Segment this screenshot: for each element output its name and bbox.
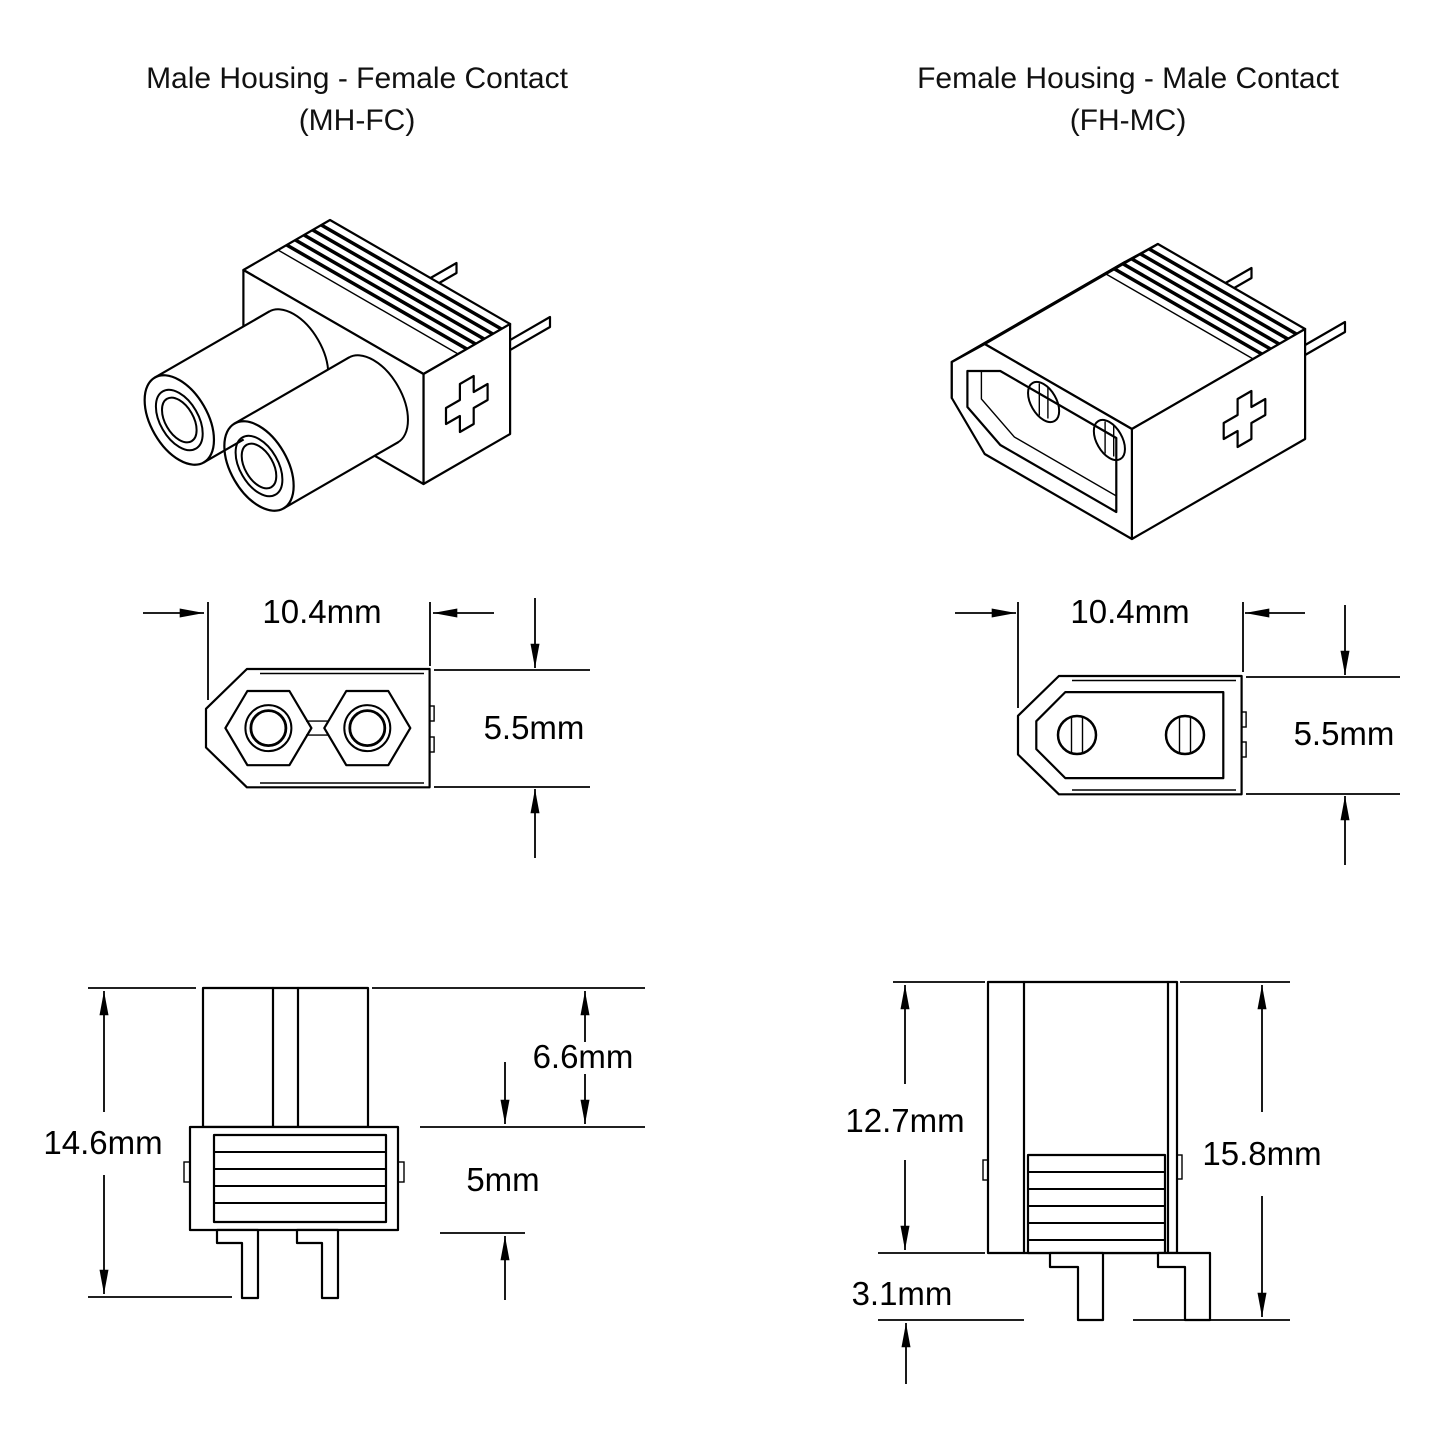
contact-boss-hex [323,689,412,767]
socket-cavity-depth [980,371,1117,506]
socket-opening [966,369,1118,514]
barrel-length-dimension: 6.6mm [372,987,645,1128]
height-dimension: 5.5mm [1246,605,1400,865]
contact-barrel [223,354,409,512]
pin-length-label: 3.1mm [852,1275,953,1312]
solder-pin [1156,1251,1212,1322]
female-contact-opening [343,704,392,753]
side-nub [183,1161,191,1183]
male-pin [1027,380,1061,424]
mh-fc-isometric-view [143,218,552,512]
side-ribs [214,1151,386,1204]
barrel-silhouette [201,986,370,1129]
body-height-dimension: 12.7mm [845,981,985,1254]
grip-ribs [1105,247,1298,360]
overall-height-label: 14.6mm [43,1124,162,1161]
side-nub [397,1161,405,1183]
fh-mc-isometric-view [950,242,1347,541]
polarity-plus-marking [1222,389,1267,449]
overall-height-dimension: 15.8mm [1133,981,1322,1321]
width-label: 10.4mm [262,593,381,630]
fh-mc-side-view: 12.7mm 15.8mm 3.1mm [845,980,1322,1384]
ribbed-section [1026,1153,1167,1255]
latch-nub [428,736,435,753]
overall-height-dimension: 14.6mm [43,987,232,1298]
overall-height-label: 15.8mm [1202,1135,1321,1172]
latch-nub [1240,711,1247,728]
latch-nub [428,705,435,722]
height-dimension: 5.5mm [434,598,590,858]
latch-nub [1240,741,1247,758]
mh-fc-subtitle: (MH-FC) [299,104,416,137]
pin-length-dimension: 3.1mm [852,1275,1024,1384]
fh-mc-subtitle: (FH-MC) [1070,104,1187,137]
ribbed-section [212,1133,388,1224]
male-pin-end [1164,714,1206,756]
body-height-dimension: 5mm [440,1062,540,1300]
side-ribs [1028,1171,1165,1241]
width-label: 10.4mm [1070,593,1189,630]
female-contact-opening [244,704,293,753]
contact-boss-hex [224,689,313,767]
fh-mc-panel: Female Housing - Male Contact (FH-MC) [845,62,1400,1384]
solder-pin [295,1228,340,1300]
fh-mc-face-view: 10.4mm 5.5mm [955,593,1400,865]
fh-mc-title: Female Housing - Male Contact [917,62,1340,95]
barrel-length-label: 6.6mm [533,1038,634,1075]
side-nub [982,1159,989,1181]
mh-fc-face-view: 10.4mm 5.5mm [143,593,590,858]
width-dimension: 10.4mm [143,593,494,700]
solder-pin [215,1228,260,1300]
face-height-label: 5.5mm [1294,715,1395,752]
polarity-plus-marking [444,374,489,434]
face-height-label: 5.5mm [484,709,585,746]
mh-fc-panel: Male Housing - Female Contact (MH-FC) [43,62,645,1300]
grip-ribs [277,223,503,355]
male-pin [1092,418,1126,462]
width-dimension: 10.4mm [955,593,1305,708]
side-nub [1176,1154,1183,1180]
mh-fc-side-view: 14.6mm 6.6mm 5mm [43,986,645,1300]
body-height-label: 12.7mm [845,1102,964,1139]
mh-fc-title: Male Housing - Female Contact [146,62,569,95]
socket-opening-outline [1035,690,1225,780]
body-height-label: 5mm [466,1161,539,1198]
male-pin-end [1056,714,1098,756]
solder-pin [1048,1251,1105,1322]
